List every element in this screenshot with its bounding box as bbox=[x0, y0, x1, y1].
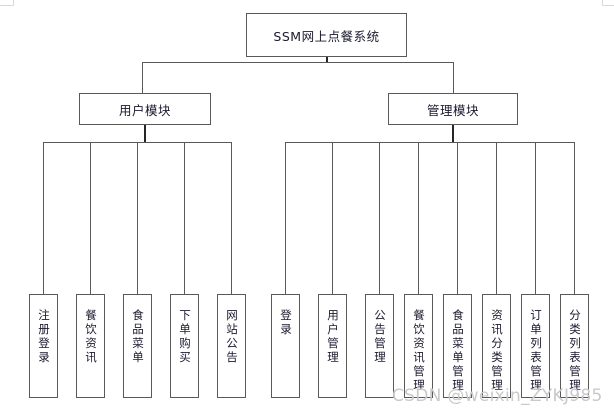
connector-drop-user-leaf-2 bbox=[90, 142, 91, 294]
leaf-node-label: 餐饮资讯 bbox=[83, 309, 98, 365]
leaf-node-admin-5[interactable]: 食品菜单管理 bbox=[443, 294, 472, 398]
connector-drop-admin-leaf-2 bbox=[332, 142, 333, 294]
connector-root-stem bbox=[326, 57, 328, 63]
leaf-node-admin-4[interactable]: 餐饮资讯管理 bbox=[404, 294, 433, 398]
leaf-node-label: 下单购买 bbox=[177, 309, 192, 365]
leaf-node-label: 食品菜单管理 bbox=[450, 309, 465, 393]
leaf-node-admin-2[interactable]: 用户管理 bbox=[318, 294, 347, 398]
module-node-user-label: 用户模块 bbox=[118, 102, 171, 118]
leaf-node-label: 公告管理 bbox=[372, 309, 387, 365]
leaf-node-user-1[interactable]: 注册登录 bbox=[29, 294, 58, 398]
connector-admin-module-stem bbox=[452, 125, 454, 142]
connector-drop-user-leaf-1 bbox=[43, 142, 44, 294]
module-node-admin[interactable]: 管理模块 bbox=[388, 93, 518, 125]
connector-user-module-stem bbox=[144, 125, 146, 142]
connector-drop-admin-leaf-8 bbox=[574, 142, 575, 294]
page-frame-corner-topleft bbox=[0, 0, 14, 6]
leaf-node-label: 登录 bbox=[278, 309, 293, 337]
leaf-node-user-3[interactable]: 食品菜单 bbox=[123, 294, 152, 398]
page-frame-corner-topright bbox=[602, 0, 614, 6]
leaf-node-label: 订单列表管理 bbox=[528, 309, 543, 393]
connector-drop-admin-leaf-7 bbox=[535, 142, 536, 294]
leaf-node-label: 资讯分类管理 bbox=[489, 309, 504, 393]
connector-drop-admin-leaf-4 bbox=[418, 142, 419, 294]
connector-drop-user-leaf-4 bbox=[184, 142, 185, 294]
connector-admin-group-bus bbox=[285, 142, 575, 143]
leaf-node-user-2[interactable]: 餐饮资讯 bbox=[76, 294, 105, 398]
leaf-node-admin-7[interactable]: 订单列表管理 bbox=[521, 294, 550, 398]
root-node-label: SSM网上点餐系统 bbox=[273, 28, 380, 44]
leaf-node-label: 分类列表管理 bbox=[567, 309, 582, 393]
connector-level1-bus bbox=[142, 62, 454, 63]
connector-drop-admin-leaf-5 bbox=[457, 142, 458, 294]
leaf-node-admin-3[interactable]: 公告管理 bbox=[365, 294, 394, 398]
leaf-node-label: 注册登录 bbox=[36, 309, 51, 365]
connector-drop-admin-leaf-3 bbox=[379, 142, 380, 294]
connector-drop-user-leaf-5 bbox=[231, 142, 232, 294]
connector-drop-admin-module bbox=[453, 62, 454, 93]
leaf-node-label: 网站公告 bbox=[224, 309, 239, 365]
leaf-node-label: 餐饮资讯管理 bbox=[411, 309, 426, 393]
root-node-ssm-system[interactable]: SSM网上点餐系统 bbox=[246, 13, 407, 57]
leaf-node-label: 食品菜单 bbox=[130, 309, 145, 365]
module-node-user[interactable]: 用户模块 bbox=[79, 93, 211, 125]
leaf-node-admin-8[interactable]: 分类列表管理 bbox=[560, 294, 589, 398]
connector-drop-admin-leaf-6 bbox=[496, 142, 497, 294]
connector-drop-user-module bbox=[142, 62, 143, 93]
connector-drop-admin-leaf-1 bbox=[285, 142, 286, 294]
leaf-node-admin-6[interactable]: 资讯分类管理 bbox=[482, 294, 511, 398]
leaf-node-user-4[interactable]: 下单购买 bbox=[170, 294, 199, 398]
leaf-node-user-5[interactable]: 网站公告 bbox=[217, 294, 246, 398]
leaf-node-admin-1[interactable]: 登录 bbox=[271, 294, 300, 398]
leaf-node-label: 用户管理 bbox=[325, 309, 340, 365]
csdn-watermark: CSDN @weixin_ZYKJ985 bbox=[392, 386, 603, 406]
connector-drop-user-leaf-3 bbox=[137, 142, 138, 294]
module-node-admin-label: 管理模块 bbox=[426, 102, 479, 118]
